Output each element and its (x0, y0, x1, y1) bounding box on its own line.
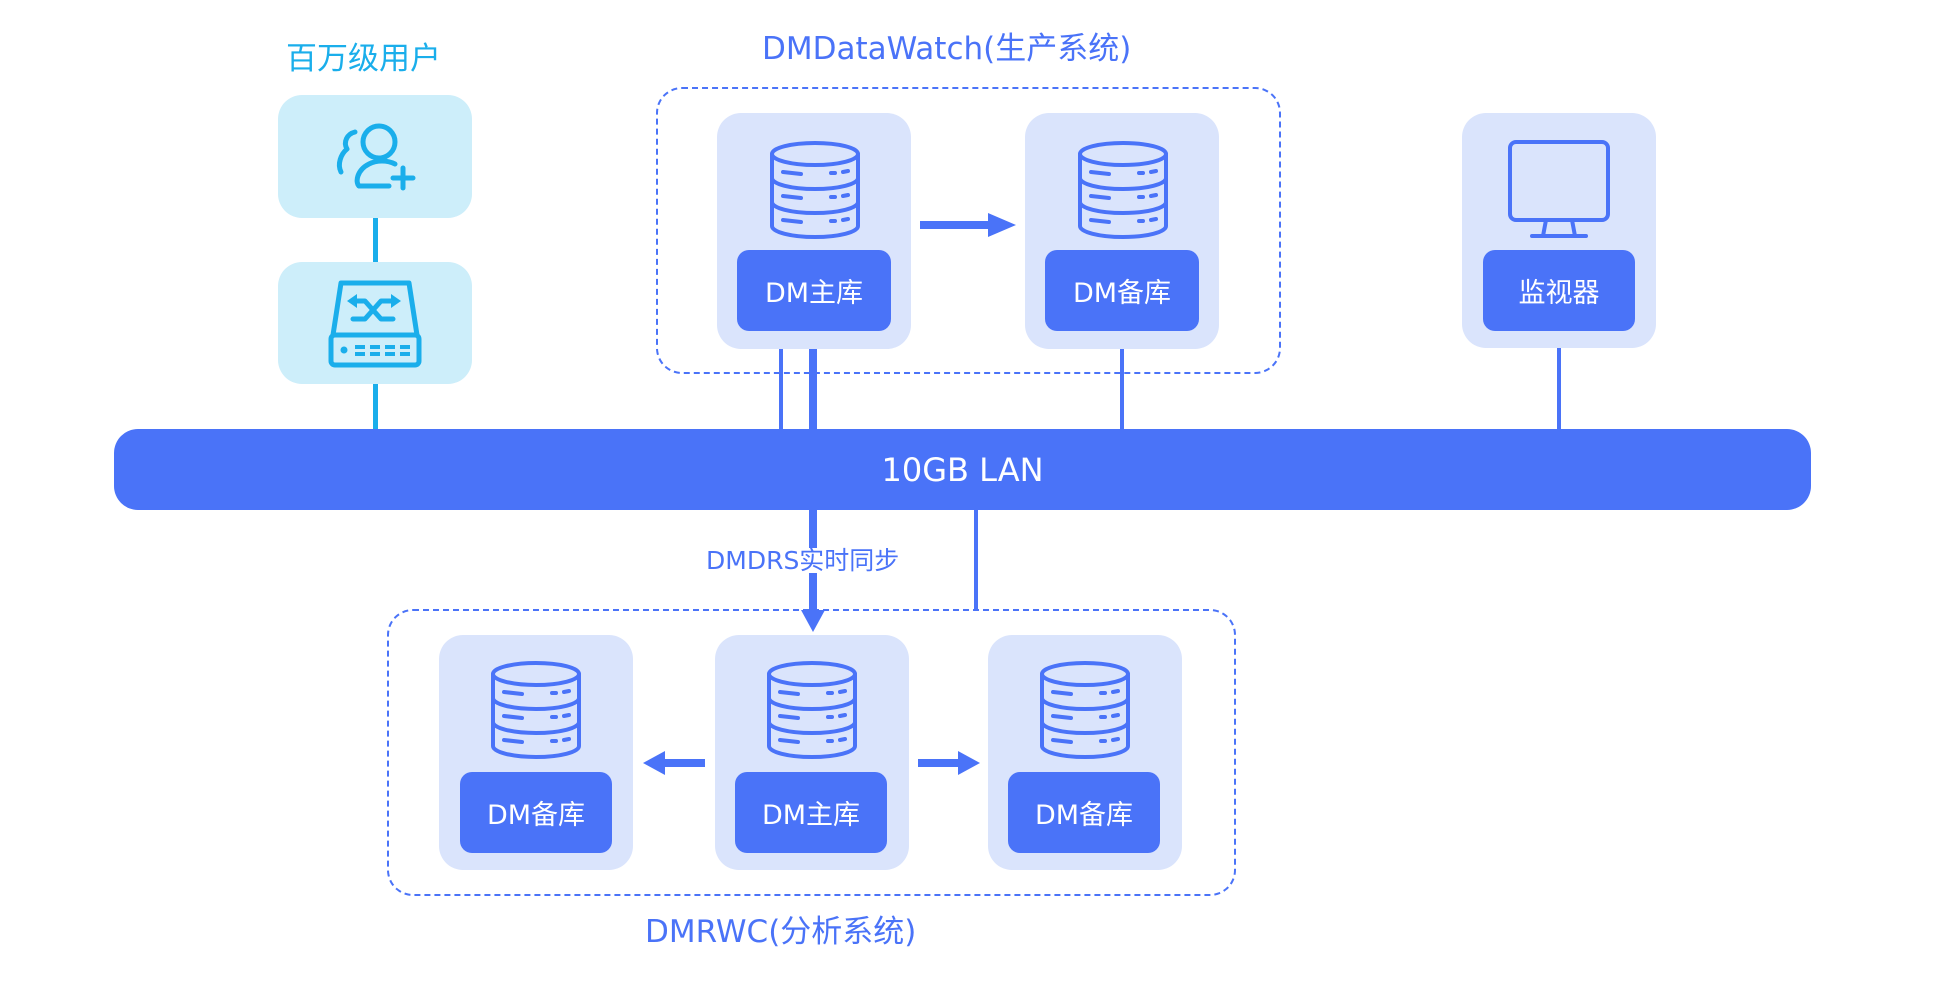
lan-label: 10GB LAN (881, 450, 1044, 489)
database-icon (1077, 140, 1169, 240)
users-add-icon (333, 122, 417, 194)
database-icon (766, 660, 858, 760)
switch-card (278, 262, 472, 384)
replication-arrow-right (920, 212, 1016, 238)
node-label: DM主库 (737, 250, 891, 331)
primary-lan-link (779, 349, 783, 430)
node-label: DM备库 (1045, 250, 1199, 331)
node-label: DM备库 (460, 772, 612, 853)
users-card (278, 95, 472, 218)
monitor-node: 监视器 (1462, 113, 1656, 348)
analysis-primary-node: DM主库 (715, 635, 909, 870)
node-label: DM备库 (1008, 772, 1160, 853)
analysis-system-group (387, 609, 1236, 896)
production-system-group (656, 87, 1281, 374)
replication-arrow-right (918, 751, 980, 775)
users-switch-connector (373, 218, 378, 262)
monitor-lan-link (1557, 348, 1561, 430)
analysis-standby-left-node: DM备库 (439, 635, 633, 870)
database-icon (769, 140, 861, 240)
analysis-lan-link (974, 510, 978, 610)
production-standby-node: DM备库 (1025, 113, 1219, 349)
production-primary-node: DM主库 (717, 113, 911, 349)
sync-label: DMDRS实时同步 (704, 546, 902, 575)
sync-arrow-head (801, 610, 825, 634)
node-label: DM主库 (735, 772, 887, 853)
lan-bus: 10GB LAN (114, 429, 1811, 510)
standby-lan-link (1120, 349, 1124, 430)
analysis-system-title: DMRWC(分析系统) (645, 914, 917, 950)
switch-lan-connector (373, 384, 378, 430)
network-switch-icon (327, 279, 423, 369)
monitor-icon (1508, 140, 1610, 240)
production-system-title: DMDataWatch(生产系统) (762, 31, 1132, 67)
monitor-label: 监视器 (1483, 250, 1635, 331)
database-icon (490, 660, 582, 760)
users-title: 百万级用户 (286, 41, 441, 77)
primary-sync-link (809, 349, 817, 430)
analysis-standby-right-node: DM备库 (988, 635, 1182, 870)
database-icon (1039, 660, 1131, 760)
replication-arrow-left (643, 751, 705, 775)
